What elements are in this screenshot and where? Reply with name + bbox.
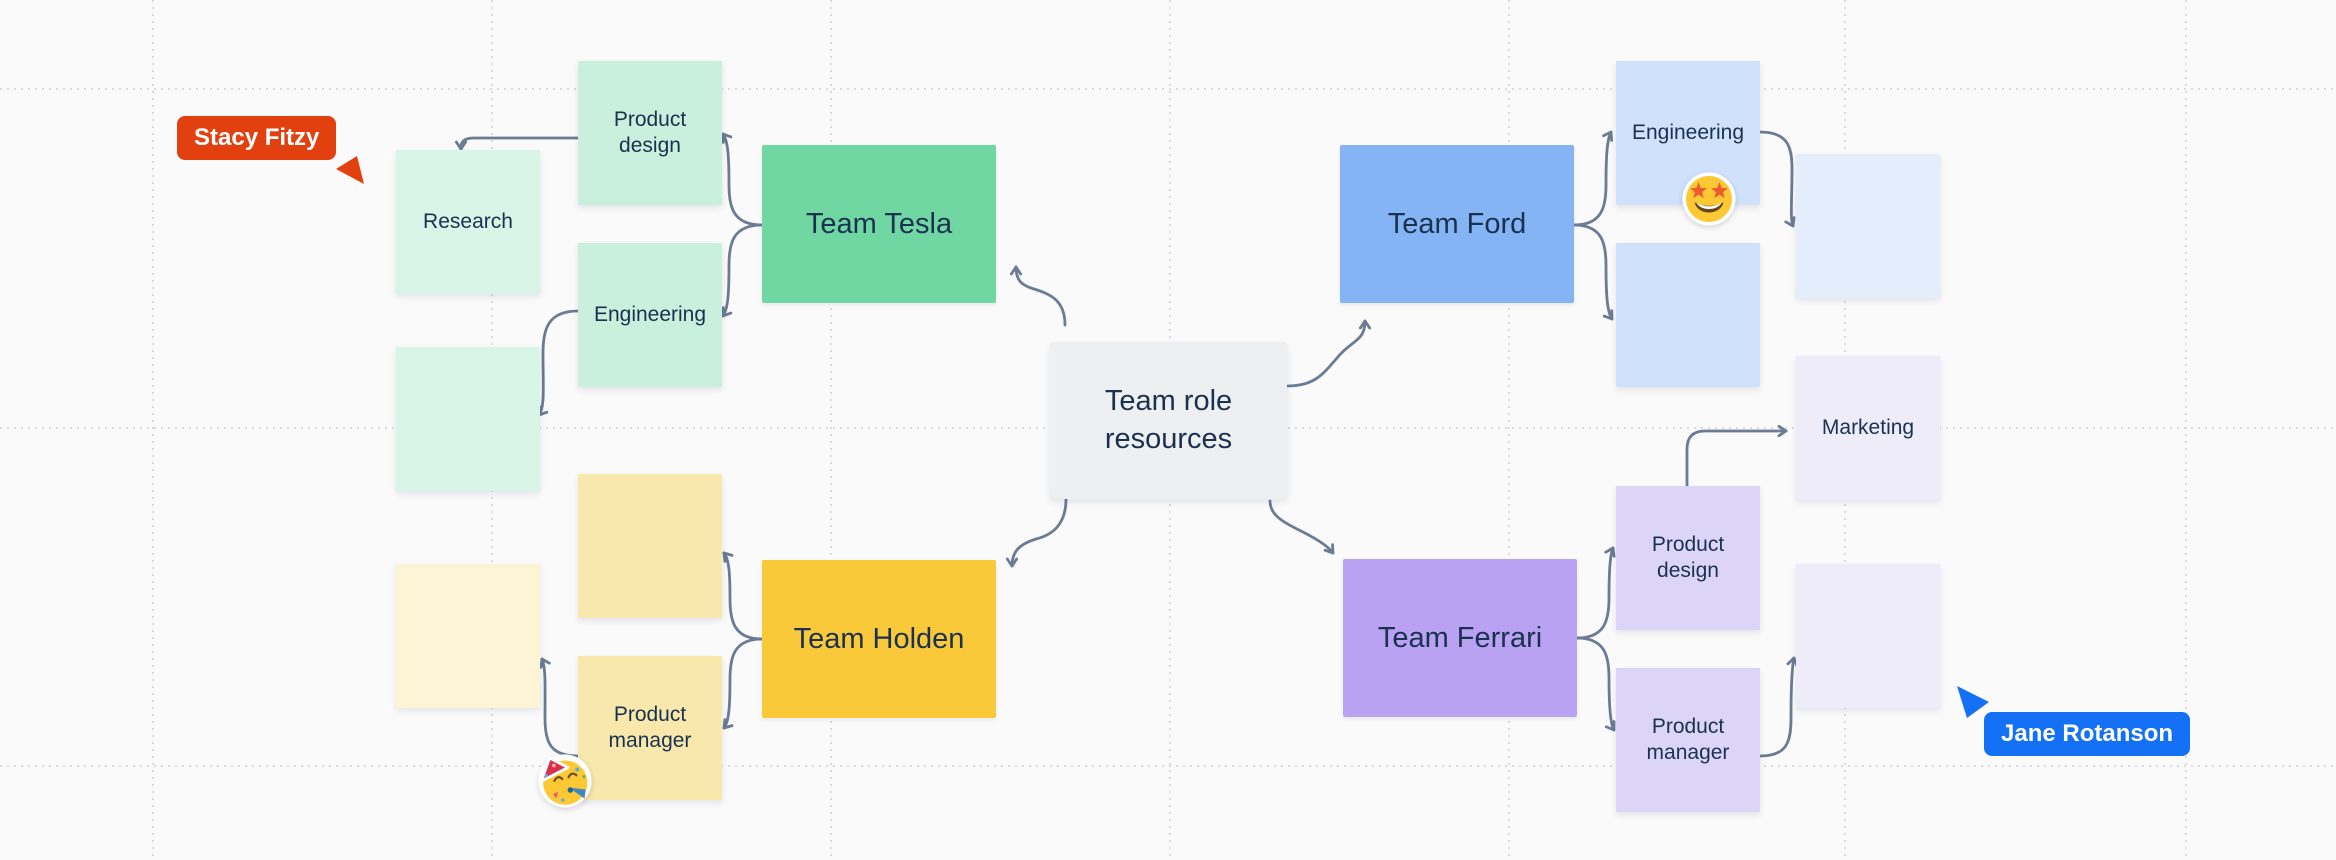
- sticker-partying-face[interactable]: [532, 748, 598, 814]
- connector-ferrari-to-product-manager[interactable]: [1575, 636, 1616, 732]
- sticky-label: Product design: [1651, 532, 1725, 582]
- team-card-label: Team Ferrari: [1377, 621, 1543, 654]
- connector-tesla-to-product-design[interactable]: [721, 132, 764, 227]
- connector-product-manager-to-blank-lavender[interactable]: [1758, 656, 1799, 758]
- connector-product-design-to-marketing[interactable]: [1685, 424, 1788, 488]
- connector-engineering-to-blank-lightblue[interactable]: [1758, 130, 1796, 228]
- sticky-label: Engineering: [1631, 120, 1745, 144]
- sticky-label: Research: [423, 209, 513, 233]
- sticky-ferrari-blank-right[interactable]: [1796, 564, 1940, 708]
- connector-holden-to-blank-yellow[interactable]: [722, 551, 764, 641]
- sticky-holden-blank-left[interactable]: [396, 564, 540, 708]
- connector-center-to-holden[interactable]: [1005, 497, 1068, 568]
- cursor-pointer-icon: [336, 156, 364, 184]
- sticky-tesla-product-design[interactable]: Product design: [578, 61, 722, 205]
- connector-engineering-to-blank-mint[interactable]: [537, 309, 580, 417]
- sticky-label: Product manager: [608, 702, 692, 752]
- cursor-pointer-icon: [1957, 686, 1989, 718]
- sticky-label: Marketing: [1821, 415, 1915, 439]
- sticky-label: Product manager: [1646, 714, 1730, 764]
- sticker-star-struck[interactable]: [1680, 170, 1738, 228]
- connector-center-to-tesla[interactable]: [1009, 265, 1067, 327]
- connector-holden-to-product-manager[interactable]: [722, 637, 764, 730]
- sticky-label: Product design: [613, 107, 687, 157]
- connector-product-design-to-research[interactable]: [454, 136, 580, 151]
- connector-center-to-ferrari[interactable]: [1268, 499, 1335, 555]
- team-card-label: Team Tesla: [805, 207, 953, 240]
- connector-ford-to-engineering[interactable]: [1572, 130, 1613, 227]
- card-team-holden[interactable]: Team Holden: [762, 560, 996, 718]
- sticky-ford-blank[interactable]: [1616, 243, 1760, 387]
- card-team-role-resources[interactable]: Team role resources: [1050, 342, 1287, 499]
- team-card-label: Team Holden: [793, 622, 965, 655]
- cursor-name-label: Jane Rotanson: [1984, 712, 2191, 756]
- connector-ford-to-blank-blue[interactable]: [1572, 223, 1614, 321]
- sticky-ferrari-product-design[interactable]: Product design: [1616, 486, 1760, 630]
- star-struck-emoji-icon: [1682, 172, 1736, 226]
- sticky-label: Engineering: [593, 302, 707, 326]
- connector-tesla-to-engineering[interactable]: [721, 223, 764, 318]
- sticky-ferrari-product-manager[interactable]: Product manager: [1616, 668, 1760, 812]
- sticky-tesla-engineering[interactable]: Engineering: [578, 243, 722, 387]
- team-card-label: Team Ford: [1387, 207, 1527, 240]
- center-card-label: Team role resources: [1104, 384, 1233, 455]
- sticky-holden-product-manager[interactable]: Product manager: [578, 656, 722, 800]
- cursor-name-label: Stacy Fitzy: [177, 116, 337, 160]
- card-team-ferrari[interactable]: Team Ferrari: [1343, 559, 1577, 717]
- connector-center-to-ford[interactable]: [1285, 319, 1372, 388]
- sticky-tesla-blank[interactable]: [396, 347, 540, 491]
- partying-face-emoji-icon: [538, 754, 592, 808]
- card-team-ford[interactable]: Team Ford: [1340, 145, 1574, 303]
- card-team-tesla[interactable]: Team Tesla: [762, 145, 996, 303]
- connector-ferrari-to-product-design[interactable]: [1575, 546, 1616, 640]
- sticky-ford-engineering[interactable]: Engineering: [1616, 61, 1760, 205]
- sticky-holden-blank-top[interactable]: [578, 474, 722, 618]
- sticky-tesla-research[interactable]: Research: [396, 150, 540, 294]
- sticky-ferrari-marketing[interactable]: Marketing: [1796, 356, 1940, 500]
- sticky-ford-blank-right[interactable]: [1796, 154, 1940, 298]
- connector-product-manager-to-blank-paleyellow[interactable]: [539, 657, 580, 758]
